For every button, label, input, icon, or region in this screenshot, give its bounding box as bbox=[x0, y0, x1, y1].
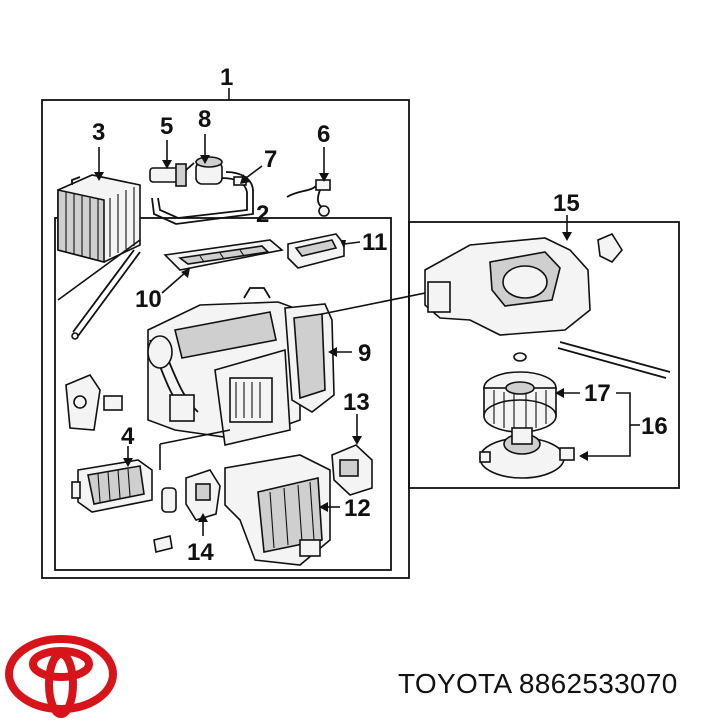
valve-body-part bbox=[195, 156, 223, 185]
duct-part bbox=[287, 233, 345, 269]
air-filter-frame-part bbox=[163, 239, 284, 271]
callout-15: 15 bbox=[553, 190, 580, 217]
callout-12: 12 bbox=[344, 495, 371, 522]
toyota-logo-icon bbox=[5, 635, 117, 718]
cooler-tube-part bbox=[151, 171, 254, 225]
heater-unit-case-part bbox=[147, 287, 301, 446]
callout-14: 14 bbox=[187, 539, 214, 566]
callout-8: 8 bbox=[198, 106, 211, 133]
blower-case-part bbox=[424, 232, 623, 336]
part-number: 8862533070 bbox=[518, 668, 678, 699]
link-rod-part bbox=[77, 251, 141, 337]
damper-link-part bbox=[185, 469, 221, 521]
callout-11: 11 bbox=[362, 229, 387, 256]
callout-5: 5 bbox=[160, 113, 173, 140]
blower-fan-part bbox=[483, 352, 557, 433]
callout-6: 6 bbox=[317, 121, 330, 148]
callout-17: 17 bbox=[584, 380, 611, 407]
part-caption: TOYOTA 8862533070 bbox=[398, 668, 698, 700]
servo-motor-part bbox=[65, 374, 123, 431]
callout-2: 2 bbox=[256, 201, 269, 228]
evaporator-core-part bbox=[57, 174, 141, 264]
callout-13: 13 bbox=[343, 389, 370, 416]
callout-16: 16 bbox=[641, 413, 668, 440]
heater-core-part bbox=[71, 459, 153, 513]
resistor-wire-part bbox=[559, 341, 671, 373]
blower-motor-part bbox=[479, 427, 575, 479]
brand-name: TOYOTA bbox=[398, 668, 511, 699]
expansion-valve-part bbox=[149, 162, 195, 187]
assembly-frame-blower bbox=[408, 221, 680, 489]
callout-1: 1 bbox=[220, 64, 233, 91]
callout-10: 10 bbox=[135, 286, 162, 313]
side-cover-part bbox=[284, 303, 335, 413]
callout-4: 4 bbox=[121, 423, 135, 450]
thermistor-sensor-part bbox=[286, 179, 331, 217]
callout-7: 7 bbox=[264, 146, 277, 173]
callout-9: 9 bbox=[358, 340, 371, 367]
callout-3: 3 bbox=[92, 119, 105, 146]
lower-case-part bbox=[224, 454, 331, 566]
hose-part bbox=[153, 487, 177, 553]
bracket-part bbox=[331, 444, 373, 496]
